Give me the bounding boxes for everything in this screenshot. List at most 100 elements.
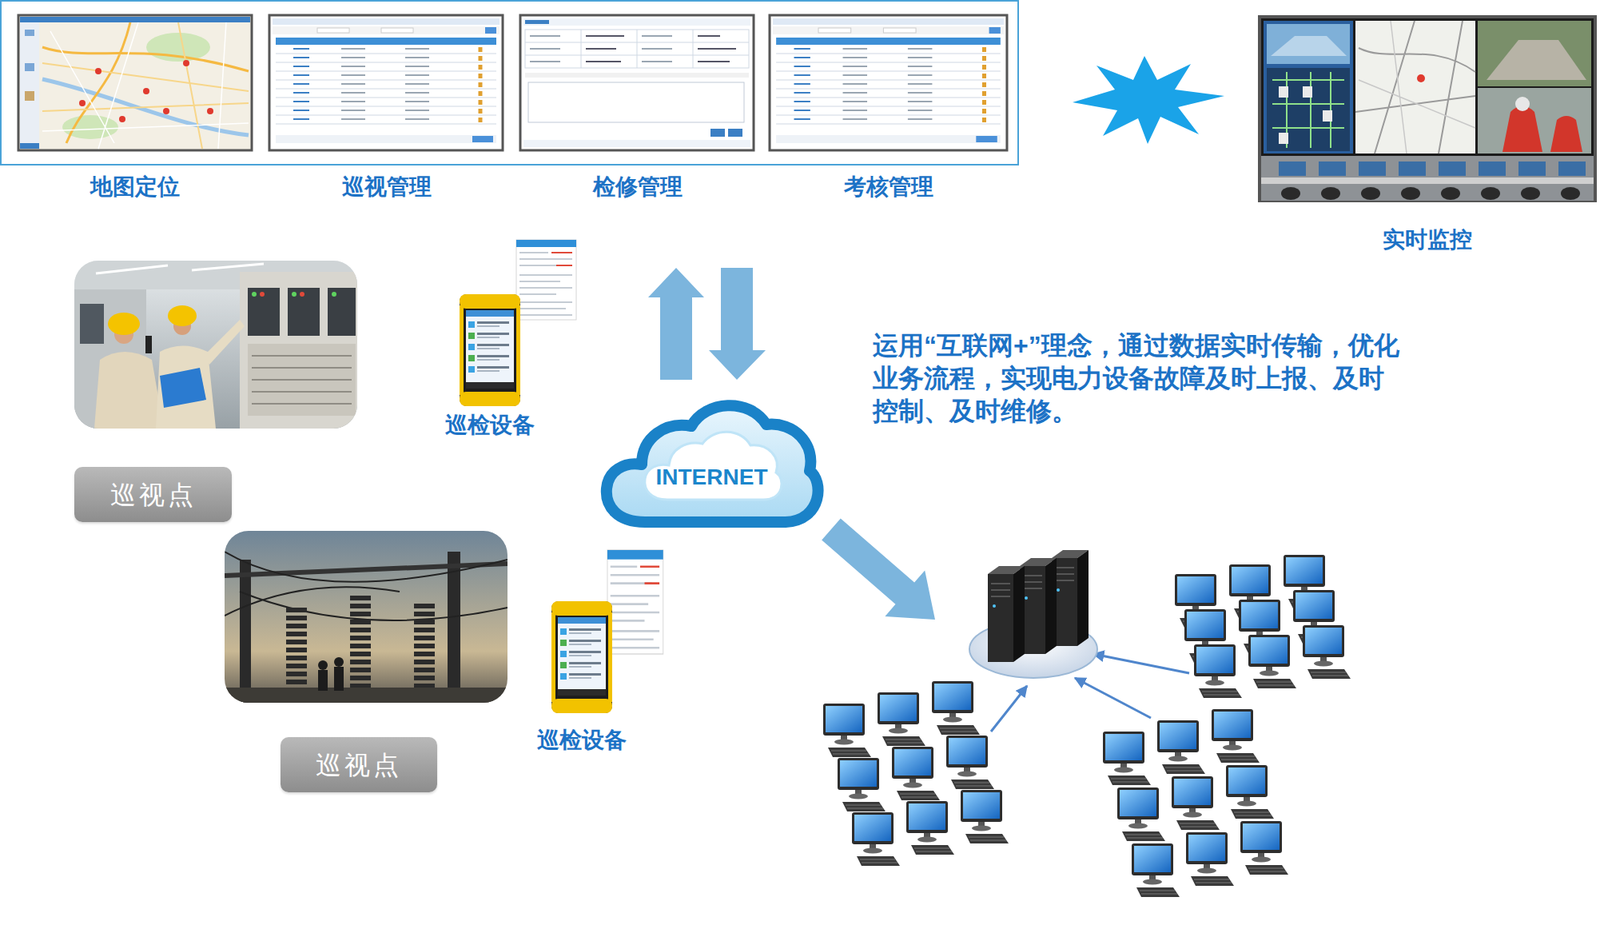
substation-photo (299, 291, 305, 297)
monitor-wall (1416, 74, 1425, 83)
device-symbol (607, 549, 664, 654)
device-node: 巡检设备 (459, 294, 521, 406)
server-symbol (969, 549, 1098, 678)
server-symbol (1051, 549, 1089, 646)
monitor-wall (1358, 161, 1386, 176)
substation-photo (203, 319, 245, 365)
burst-symbol (1072, 55, 1225, 144)
monitor-wall (1261, 155, 1594, 201)
cloud-shape (606, 405, 819, 522)
monitor-wall (1361, 187, 1381, 200)
map-screenshot (24, 29, 35, 36)
substation-photo (79, 303, 104, 344)
computer-cluster (960, 789, 1009, 844)
substation-photo (159, 367, 207, 408)
updown-arrows (648, 267, 705, 380)
substation-photo (247, 287, 280, 336)
panel-outline (0, 0, 1019, 165)
substation-photo (74, 260, 358, 429)
map-screenshot (143, 87, 150, 95)
monitor-wall (1261, 18, 1594, 156)
substation-photo (291, 291, 297, 297)
substation-photo (224, 687, 508, 703)
computer-cluster (1117, 787, 1166, 841)
device-symbol (459, 294, 521, 406)
monitor-wall (1478, 161, 1506, 176)
burst-symbol (1072, 55, 1225, 144)
node-text: 地图定位 (0, 173, 284, 201)
device-symbol (551, 600, 613, 713)
monitor-wall (1322, 110, 1333, 122)
substation-photo (350, 595, 371, 689)
computer-cluster (906, 800, 955, 855)
map-screenshot (119, 115, 126, 123)
substation-photo (145, 335, 152, 354)
map-screenshot (19, 22, 40, 149)
monitor-wall (1558, 161, 1586, 176)
monitor-wall (1440, 187, 1461, 200)
computer-cluster (931, 680, 980, 735)
node-text: INTERNET (597, 462, 827, 492)
device-symbol (551, 549, 664, 713)
monitor-wall (1266, 23, 1350, 64)
substation-photo (447, 551, 461, 703)
node-text: 巡视管理 (237, 173, 537, 201)
computer-cluster (851, 811, 900, 866)
monitor-wall (1278, 132, 1289, 144)
substation-photo (239, 271, 358, 429)
computer-cluster (1102, 708, 1289, 897)
monitor-wall (1257, 15, 1597, 203)
substation-photo (318, 669, 328, 691)
monitor-wall (1400, 187, 1421, 200)
map-screenshot (95, 67, 102, 75)
note-wrap: 运用“互联网+”理念，通过数据实时传输，优化业务流程，实现电力设备故障及时上报、… (872, 329, 1405, 428)
substation-photo (286, 607, 307, 689)
internet-cloud: INTERNET (597, 387, 827, 531)
computer-cluster (1171, 776, 1220, 830)
computer-cluster (1194, 644, 1242, 698)
block-arrow (821, 517, 936, 620)
computer-cluster (946, 735, 995, 789)
device-node: 巡检设备 (551, 600, 613, 713)
map-screenshot (79, 59, 214, 123)
substation-photo (334, 656, 344, 667)
substation-photo (251, 355, 352, 404)
substation-photo (94, 351, 164, 429)
point-box: 巡视点 (74, 466, 232, 522)
computer-cluster (1102, 731, 1151, 785)
monitor-node: 实时监控 (1257, 15, 1597, 203)
block-arrow (821, 517, 936, 620)
computer-cluster (1211, 708, 1260, 763)
device-symbol (459, 239, 577, 406)
node-text: 实时监控 (1225, 226, 1600, 254)
computer-cluster (891, 746, 940, 800)
monitor-wall (1550, 115, 1583, 152)
monitor-wall (1355, 20, 1476, 154)
monitor-wall (1263, 20, 1354, 154)
map-screenshot (19, 16, 251, 23)
substation-photo (259, 291, 305, 297)
table-screenshot (269, 15, 503, 151)
monitor-wall (1358, 20, 1476, 154)
substation-photo (224, 530, 508, 703)
monitor-wall (1477, 20, 1592, 87)
map-screenshot (79, 99, 86, 107)
substation-photo (251, 291, 257, 297)
server-symbol (1019, 557, 1057, 654)
substation-photo (107, 312, 140, 335)
map-screenshot (24, 91, 35, 101)
substation-photo (331, 291, 337, 297)
monitor-wall (1502, 106, 1543, 153)
monitor-wall (1518, 161, 1546, 176)
monitor-wall (1257, 15, 1597, 203)
substation-photo (318, 656, 344, 691)
map-screenshot (183, 59, 190, 67)
node-text: 巡视点 (110, 478, 197, 511)
node-text: 检修管理 (488, 173, 788, 201)
map-screenshot (206, 107, 214, 115)
substation-photo (224, 551, 508, 621)
substation-photo (327, 287, 356, 336)
monitor-wall (1272, 71, 1345, 148)
substation-photo (247, 343, 356, 416)
